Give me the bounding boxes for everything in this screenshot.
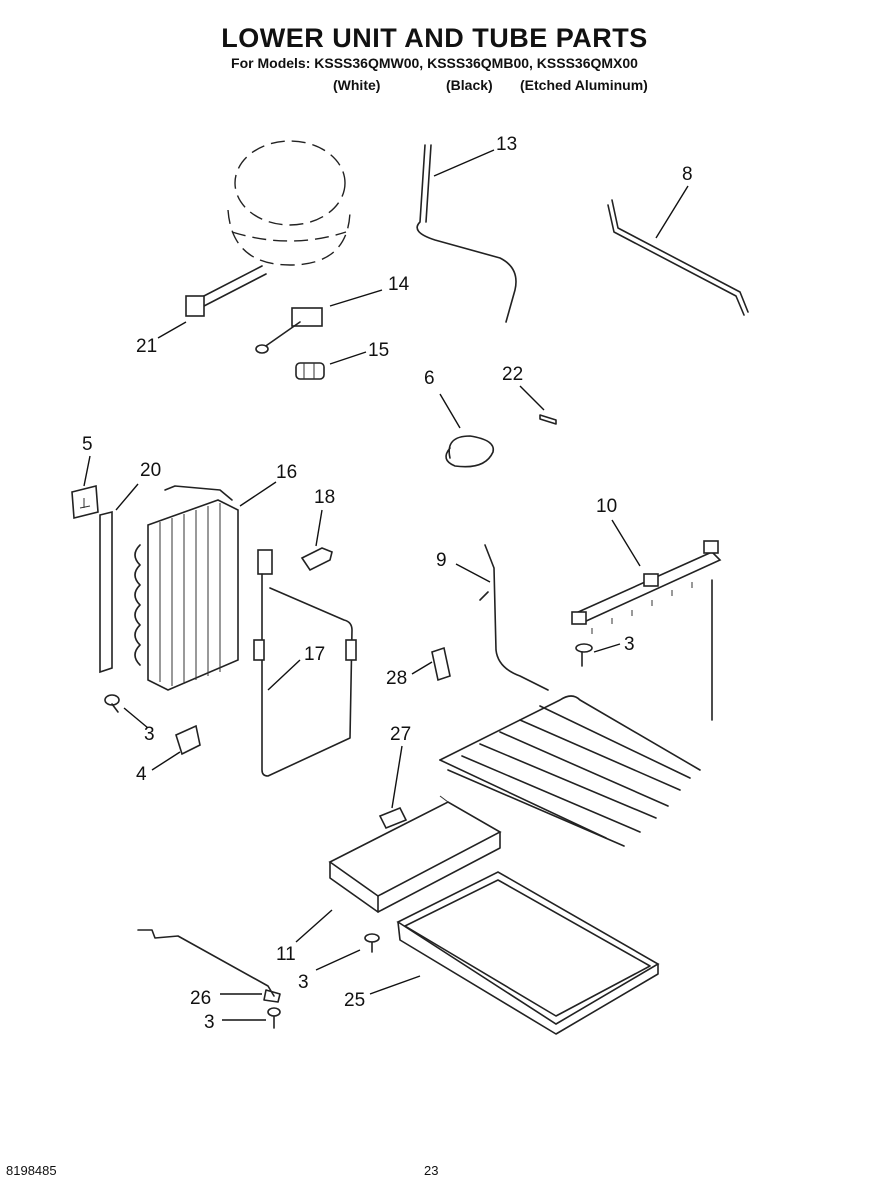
callout-22: 22 xyxy=(502,364,523,385)
callout-labels: 13 8 14 21 15 6 22 5 20 16 18 10 9 17 3 … xyxy=(82,134,693,1033)
part-11-bracket xyxy=(328,795,502,913)
part-22-clip xyxy=(539,414,557,425)
screw-near-part-11 xyxy=(364,933,380,953)
part-8-tube xyxy=(607,199,749,316)
callout-6: 6 xyxy=(424,368,435,389)
callout-3-near-10: 3 xyxy=(624,634,635,655)
part-5-bracket xyxy=(71,484,99,520)
screw-near-part-26 xyxy=(267,1007,281,1029)
variant-etched-aluminum: (Etched Aluminum) xyxy=(520,77,648,93)
callout-20: 20 xyxy=(140,460,161,481)
document-number: 8198485 xyxy=(6,1163,57,1178)
callout-3-near-26: 3 xyxy=(204,1012,215,1033)
callout-10: 10 xyxy=(596,496,617,517)
callout-5: 5 xyxy=(82,434,93,455)
callout-21: 21 xyxy=(136,336,157,357)
callout-16: 16 xyxy=(276,462,297,483)
callout-4: 4 xyxy=(136,764,147,785)
callout-27: 27 xyxy=(390,724,411,745)
callout-14: 14 xyxy=(388,274,410,295)
page-number: 23 xyxy=(424,1163,439,1178)
callout-8: 8 xyxy=(682,164,693,185)
variant-white: (White) xyxy=(333,77,381,93)
callout-25: 25 xyxy=(344,990,365,1011)
compressor-outline xyxy=(227,140,351,266)
part-16-evaporator xyxy=(134,485,239,691)
part-4-bracket xyxy=(175,724,201,756)
callout-11: 11 xyxy=(276,944,296,965)
callout-18: 18 xyxy=(314,487,335,508)
page-title: LOWER UNIT AND TUBE PARTS xyxy=(221,23,648,53)
callout-3-near-11: 3 xyxy=(298,972,309,993)
callout-3-near-20: 3 xyxy=(144,724,155,745)
condenser-coil xyxy=(439,695,701,847)
part-6-wire xyxy=(445,435,495,468)
part-26-rod xyxy=(137,929,281,1003)
callout-28: 28 xyxy=(386,668,407,689)
model-variants: (White) (Black) (Etched Aluminum) xyxy=(0,77,869,95)
callout-17: 17 xyxy=(304,644,325,665)
leader-lines xyxy=(83,149,689,1021)
part-25-drain-pan xyxy=(396,871,660,1035)
page-header: LOWER UNIT AND TUBE PARTS For Models: KS… xyxy=(0,22,869,71)
callout-26: 26 xyxy=(190,988,211,1009)
part-10-bracket xyxy=(571,540,722,721)
part-21-plug xyxy=(185,265,267,317)
screw-near-part-20 xyxy=(104,694,120,713)
part-20-strip xyxy=(99,510,113,674)
part-17-heater-loop xyxy=(253,549,357,777)
part-14-connector xyxy=(255,307,323,354)
part-18-clip xyxy=(300,547,333,572)
part-15-clip xyxy=(295,362,325,380)
part-9-tube xyxy=(479,544,549,691)
callout-15: 15 xyxy=(368,340,389,361)
part-27-pad xyxy=(378,806,408,830)
part-13-tube xyxy=(416,144,517,323)
callout-13: 13 xyxy=(496,134,517,155)
models-line: For Models: KSSS36QMW00, KSSS36QMB00, KS… xyxy=(231,55,638,71)
callout-9: 9 xyxy=(436,550,447,571)
part-28-sleeve xyxy=(431,646,451,682)
screw-near-part-10 xyxy=(575,643,593,667)
variant-black: (Black) xyxy=(446,77,493,93)
